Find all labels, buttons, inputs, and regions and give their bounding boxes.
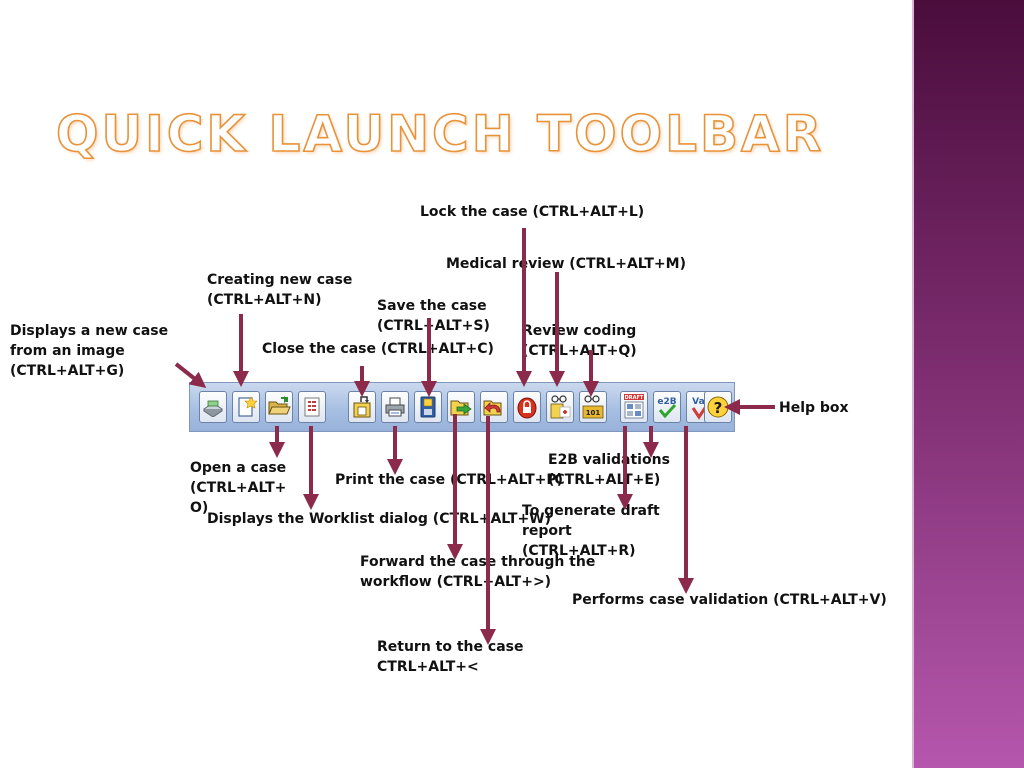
forward-folder-icon — [450, 400, 472, 416]
label-medical-review: Medical review (CTRL+ALT+M) — [446, 256, 686, 272]
sidebar-decoration — [912, 0, 1024, 768]
label-draft-report: To generate draft report (CTRL+ALT+R) — [522, 503, 660, 559]
close-folder-icon — [353, 396, 371, 418]
svg-text:Val: Val — [692, 397, 708, 407]
svg-text:DRAFT: DRAFT — [625, 395, 644, 401]
svg-text:e2B: e2B — [657, 397, 676, 407]
worklist-button[interactable] — [298, 391, 326, 423]
label-help-box: Help box — [779, 400, 849, 416]
e2b-validation-button[interactable]: e2B — [653, 391, 681, 423]
draft-report-button[interactable]: DRAFT — [620, 391, 648, 423]
label-review-coding: Review coding (CTRL+ALT+Q) — [522, 323, 637, 359]
arrow-new-from-image — [174, 362, 207, 388]
label-lock: Lock the case (CTRL+ALT+L) — [420, 204, 645, 220]
svg-text:?: ? — [714, 399, 723, 417]
open-case-button[interactable] — [265, 391, 293, 423]
scanner-icon — [203, 400, 223, 417]
lock-case-button[interactable] — [513, 391, 541, 423]
label-close-case: Close the case (CTRL+ALT+C) — [262, 341, 494, 357]
label-creating-new-case: Creating new case (CTRL+ALT+N) — [207, 272, 353, 308]
return-folder-icon — [483, 400, 502, 416]
label-forward-case: Forward the case through the workflow (C… — [360, 554, 596, 590]
label-open-case: Open a case (CTRL+ALT+ O) — [190, 460, 287, 516]
e2b-check-icon: e2B — [657, 397, 677, 419]
slide-title: QUICK LAUNCH TOOLBAR — [55, 104, 825, 164]
return-case-button[interactable] — [480, 391, 508, 423]
label-case-validation: Performs case validation (CTRL+ALT+V) — [572, 592, 887, 608]
save-icon — [420, 396, 436, 418]
label-save-case: Save the case (CTRL+ALT+S) — [377, 298, 490, 334]
new-document-icon — [238, 396, 257, 417]
forward-case-button[interactable] — [447, 391, 475, 423]
label-new-case-from-image: Displays a new case from an image (CTRL+… — [10, 323, 169, 379]
open-folder-icon — [268, 396, 291, 415]
printer-icon — [385, 397, 405, 417]
medical-review-icon — [550, 395, 571, 419]
svg-text:101: 101 — [586, 409, 601, 417]
coding-review-icon: 101 — [582, 395, 604, 419]
label-worklist: Displays the Worklist dialog (CTRL+ALT+W… — [207, 511, 552, 527]
draft-report-icon: DRAFT — [624, 394, 644, 419]
sidebar-edge — [912, 0, 914, 768]
lock-icon — [517, 397, 537, 419]
label-return-case: Return to the case CTRL+ALT+< — [377, 639, 524, 675]
label-print-case: Print the case (CTRL+ALT+P) — [335, 472, 564, 488]
new-case-button[interactable] — [232, 391, 260, 423]
quick-launch-toolbar: 101 DRAFT e2B Val ? — [189, 382, 735, 432]
worklist-icon — [304, 397, 320, 417]
print-case-button[interactable] — [381, 391, 409, 423]
new-from-image-button[interactable] — [199, 391, 227, 423]
medical-review-button[interactable] — [546, 391, 574, 423]
